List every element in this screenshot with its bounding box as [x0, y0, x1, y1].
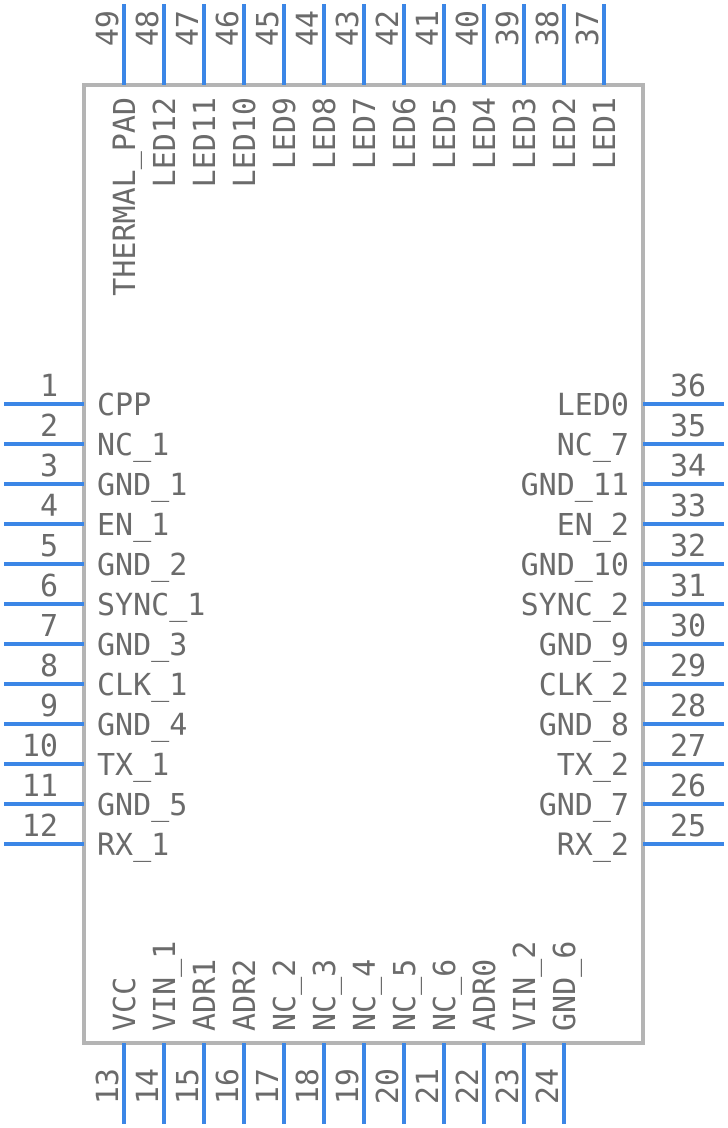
pin-number-35: 35 [670, 409, 706, 444]
pin-name-nc-6: NC_6 [428, 959, 463, 1031]
pin-name-thermal-pad: THERMAL_PAD [108, 97, 143, 296]
pin-name-nc-4: NC_4 [348, 959, 383, 1031]
pin-name-tx-1: TX_1 [97, 748, 169, 783]
pin-name-gnd-9: GND_9 [539, 628, 629, 663]
pin-number-10: 10 [22, 729, 58, 764]
pin-name-gnd-7: GND_7 [539, 788, 629, 823]
pin-number-40: 40 [451, 10, 486, 46]
pin-number-49: 49 [91, 10, 126, 46]
pin-name-led7: LED7 [348, 97, 383, 169]
pin-number-6: 6 [40, 569, 58, 604]
pin-number-28: 28 [670, 689, 706, 724]
pin-number-20: 20 [371, 1068, 406, 1104]
pin-number-46: 46 [211, 10, 246, 46]
pin-name-led8: LED8 [308, 97, 343, 169]
pin-number-9: 9 [40, 689, 58, 724]
pin-name-led1: LED1 [588, 97, 623, 169]
pin-number-31: 31 [670, 569, 706, 604]
pin-name-gnd-10: GND_10 [521, 548, 629, 583]
pin-number-5: 5 [40, 529, 58, 564]
pin-number-14: 14 [131, 1068, 166, 1104]
pin-number-1: 1 [40, 369, 58, 404]
pin-name-adr1: ADR1 [188, 959, 223, 1031]
pin-name-rx-1: RX_1 [97, 828, 169, 863]
pin-name-led2: LED2 [548, 97, 583, 169]
pin-number-18: 18 [291, 1068, 326, 1104]
pin-number-32: 32 [670, 529, 706, 564]
pin-name-led6: LED6 [388, 97, 423, 169]
pin-name-sync-1: SYNC_1 [97, 588, 205, 623]
pin-number-43: 43 [331, 10, 366, 46]
pin-name-led9: LED9 [268, 97, 303, 169]
pin-name-led4: LED4 [468, 97, 503, 169]
pin-name-led3: LED3 [508, 97, 543, 169]
pin-number-36: 36 [670, 369, 706, 404]
pin-name-led12: LED12 [148, 97, 183, 187]
pin-name-vin-1: VIN_1 [148, 941, 183, 1031]
pin-name-cpp: CPP [97, 388, 151, 423]
pin-number-23: 23 [491, 1068, 526, 1104]
pin-number-30: 30 [670, 609, 706, 644]
pin-number-48: 48 [131, 10, 166, 46]
pin-name-gnd-5: GND_5 [97, 788, 187, 823]
pin-name-led10: LED10 [228, 97, 263, 187]
pin-number-12: 12 [22, 809, 58, 844]
pin-name-clk-2: CLK_2 [539, 668, 629, 703]
pin-number-38: 38 [531, 10, 566, 46]
pin-number-7: 7 [40, 609, 58, 644]
pin-number-26: 26 [670, 769, 706, 804]
pin-name-nc-1: NC_1 [97, 428, 169, 463]
pin-number-42: 42 [371, 10, 406, 46]
pin-name-led5: LED5 [428, 97, 463, 169]
pin-name-nc-5: NC_5 [388, 959, 423, 1031]
pin-number-24: 24 [531, 1068, 566, 1104]
pin-number-15: 15 [171, 1068, 206, 1104]
pin-name-adr2: ADR2 [228, 959, 263, 1031]
pin-name-nc-3: NC_3 [308, 959, 343, 1031]
pin-number-16: 16 [211, 1068, 246, 1104]
pin-name-led0: LED0 [557, 388, 629, 423]
pin-number-17: 17 [251, 1068, 286, 1104]
pin-number-27: 27 [670, 729, 706, 764]
pin-number-34: 34 [670, 449, 706, 484]
pin-name-gnd-3: GND_3 [97, 628, 187, 663]
pin-name-gnd-11: GND_11 [521, 468, 629, 503]
pin-number-44: 44 [291, 10, 326, 46]
pin-number-4: 4 [40, 489, 58, 524]
pin-name-led11: LED11 [188, 97, 223, 187]
pin-name-nc-2: NC_2 [268, 959, 303, 1031]
pin-number-2: 2 [40, 409, 58, 444]
pin-number-41: 41 [411, 10, 446, 46]
pin-name-en-2: EN_2 [557, 508, 629, 543]
pin-name-rx-2: RX_2 [557, 828, 629, 863]
pin-number-19: 19 [331, 1068, 366, 1104]
pin-name-gnd-1: GND_1 [97, 468, 187, 503]
pin-number-13: 13 [91, 1068, 126, 1104]
pin-name-clk-1: CLK_1 [97, 668, 187, 703]
pin-name-adr0: ADR0 [468, 959, 503, 1031]
pin-name-gnd-2: GND_2 [97, 548, 187, 583]
pin-name-en-1: EN_1 [97, 508, 169, 543]
pin-number-11: 11 [22, 769, 58, 804]
pin-name-gnd-8: GND_8 [539, 708, 629, 743]
pin-number-3: 3 [40, 449, 58, 484]
pin-name-vcc: VCC [108, 977, 143, 1031]
pin-number-8: 8 [40, 649, 58, 684]
pin-number-45: 45 [251, 10, 286, 46]
pin-number-29: 29 [670, 649, 706, 684]
pin-name-gnd-6: GND_6 [548, 941, 583, 1031]
pin-number-39: 39 [491, 10, 526, 46]
pin-name-vin-2: VIN_2 [508, 941, 543, 1031]
pin-number-21: 21 [411, 1068, 446, 1104]
pin-number-33: 33 [670, 489, 706, 524]
pin-number-22: 22 [451, 1068, 486, 1104]
pin-number-47: 47 [171, 10, 206, 46]
pin-name-nc-7: NC_7 [557, 428, 629, 463]
pin-name-gnd-4: GND_4 [97, 708, 187, 743]
pin-number-25: 25 [670, 809, 706, 844]
pin-number-37: 37 [571, 10, 606, 46]
pin-name-tx-2: TX_2 [557, 748, 629, 783]
pin-name-sync-2: SYNC_2 [521, 588, 629, 623]
